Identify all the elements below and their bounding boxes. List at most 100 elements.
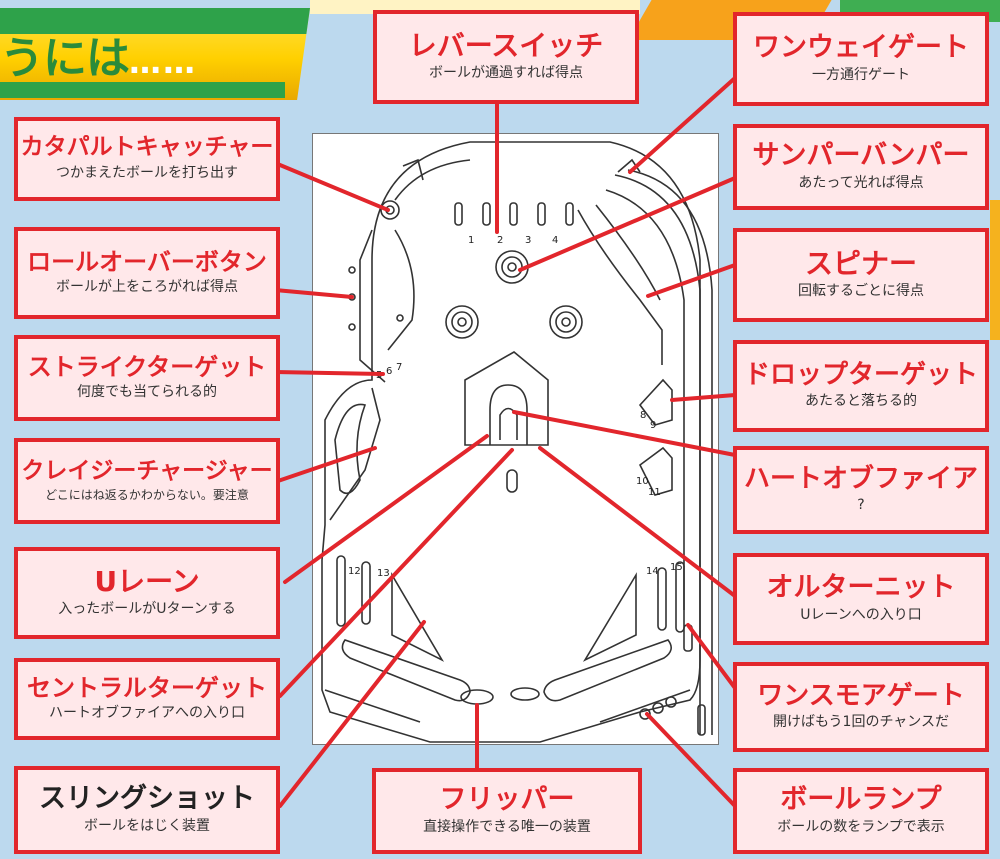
inlane-14	[657, 567, 667, 631]
callout-title: ワンスモアゲート	[757, 680, 965, 711]
callout-title: スリングショット	[39, 783, 255, 815]
lane-guide-2	[482, 202, 491, 226]
flipper-right	[543, 639, 672, 702]
header-underline	[0, 82, 285, 98]
rollover-button	[348, 266, 356, 274]
callout-description: あたると落ちる的	[805, 393, 917, 410]
leader-ball-lamp	[645, 712, 737, 808]
lane-label: 1	[468, 235, 474, 246]
leader-central	[278, 448, 514, 698]
inlane-12	[336, 555, 346, 627]
playfield-outline	[321, 141, 701, 743]
callout-u-lane: Uレーン 入ったボールがUターンする	[14, 547, 280, 639]
leader-one-way-gate	[628, 76, 737, 174]
header-title: うには……	[0, 22, 197, 86]
drop-target-bank-lower	[638, 446, 673, 496]
callout-title: ストライクターゲット	[27, 352, 267, 381]
inlane-label: 14	[646, 566, 659, 577]
callout-stryker-target: ストライクターゲット 何度でも当てられる的	[14, 335, 280, 421]
crazy-charger-lane	[334, 403, 367, 495]
leader-spinner	[646, 263, 737, 298]
callout-one-way-gate: ワンウェイゲート 一方通行ゲート	[733, 12, 989, 106]
inlane-label: 15	[670, 562, 683, 573]
callout-title: ワンウェイゲート	[753, 32, 969, 64]
ball-lamp	[639, 708, 651, 720]
callout-description: ハートオブファイアへの入り口	[49, 705, 245, 722]
callout-central-target: セントラルターゲット ハートオブファイアへの入り口	[14, 658, 280, 740]
u-lane-inner	[489, 384, 528, 445]
ball-lamp	[652, 702, 664, 714]
ball-saver-post	[510, 687, 540, 701]
callout-title: カタパルトキャッチャー	[20, 134, 274, 161]
callout-alternate: オルターニット Uレーンへの入り口	[733, 553, 989, 645]
leader-alternate	[538, 446, 737, 598]
callout-description: 直接操作できる唯一の装置	[423, 818, 591, 835]
right-orbit	[577, 209, 663, 365]
callout-description: ボールが上をころがれば得点	[56, 279, 238, 296]
callout-heart-of-fire: ハートオブファイア ?	[733, 446, 989, 534]
callout-lever-switch: レバースイッチ ボールが通過すれば得点	[373, 10, 639, 104]
u-lane-core	[499, 407, 518, 440]
stryker-label: 6	[386, 366, 392, 377]
callout-thumper-bumper: サンパーバンパー あたって光れば得点	[733, 124, 989, 210]
callout-description: 回転するごとに得点	[798, 283, 924, 300]
callout-description: Uレーンへの入り口	[800, 606, 922, 623]
callout-once-more-gate: ワンスモアゲート 開けばもう1回のチャンスだ	[733, 662, 989, 752]
lane-guide-4	[537, 202, 546, 226]
callout-title: Uレーン	[94, 564, 200, 598]
inlane-label: 13	[377, 568, 390, 579]
left-inner-rail	[387, 229, 415, 351]
callout-title: ロールオーバーボタン	[27, 247, 267, 276]
left-mid-wall	[329, 387, 381, 521]
callout-title: セントラルターゲット	[27, 673, 267, 702]
center-post	[460, 689, 494, 705]
outlane-left	[324, 689, 421, 723]
callout-description: 何度でも当てられる的	[77, 384, 217, 401]
inlane-13	[361, 561, 371, 625]
callout-description: ?	[857, 497, 865, 514]
callout-title: クレイジーチャージャー	[21, 457, 273, 484]
leader-thumper	[518, 176, 737, 272]
callout-catapult-catcher: カタパルトキャッチャー つかまえたボールを打ち出す	[14, 117, 280, 201]
lane-guide-5	[565, 202, 574, 226]
callout-title: ボールランプ	[780, 784, 942, 816]
drop-label: 8	[640, 410, 646, 421]
header-title-text: うには	[0, 33, 130, 84]
leader-once-more	[686, 623, 737, 690]
callout-description: ボールをはじく装置	[84, 817, 210, 834]
lane-label: 2	[497, 235, 503, 246]
callout-description: 開けばもう1回のチャンスだ	[772, 714, 950, 731]
callout-title: フリッパー	[439, 784, 575, 816]
stryker-label: 7	[396, 362, 402, 373]
leader-slingshot	[278, 620, 426, 808]
slingshot-right	[582, 572, 637, 662]
bg-stripe-yellow-right	[990, 200, 1000, 340]
callout-rollover-button: ロールオーバーボタン ボールが上をころがれば得点	[14, 227, 280, 319]
callout-description: ボールが通過すれば得点	[429, 65, 583, 82]
callout-title: ハートオブファイア	[743, 463, 978, 494]
callout-title: スピナー	[804, 246, 917, 280]
callout-drop-target: ドロップターゲット あたると落ちる的	[733, 340, 989, 432]
leader-u-lane	[283, 434, 489, 584]
drop-label: 10	[636, 476, 649, 487]
leader-drop	[670, 393, 737, 402]
callout-description: ボールの数をランプで表示	[777, 818, 945, 835]
inlane-15	[675, 561, 685, 633]
callout-crazy-charger: クレイジーチャージャー どこにはね返るかわからない。要注意	[14, 438, 280, 524]
header-dots: ……	[129, 43, 197, 81]
shooter-lane-inner	[605, 189, 685, 610]
callout-description: 入ったボールがUターンする	[58, 601, 236, 618]
inlane-label: 12	[348, 566, 361, 577]
thumper-bumper-left	[445, 305, 479, 339]
callout-title: ドロップターゲット	[743, 359, 978, 390]
shooter-lane	[614, 169, 713, 735]
lane-guide-3	[509, 202, 518, 226]
u-lane-outer	[464, 351, 549, 446]
plunger	[697, 704, 706, 736]
callout-description: 一方通行ゲート	[812, 66, 910, 83]
catapult-catcher	[380, 200, 400, 220]
alternate-post	[506, 469, 518, 493]
leader-heart	[512, 410, 737, 457]
drop-target-bank-upper	[638, 378, 673, 426]
